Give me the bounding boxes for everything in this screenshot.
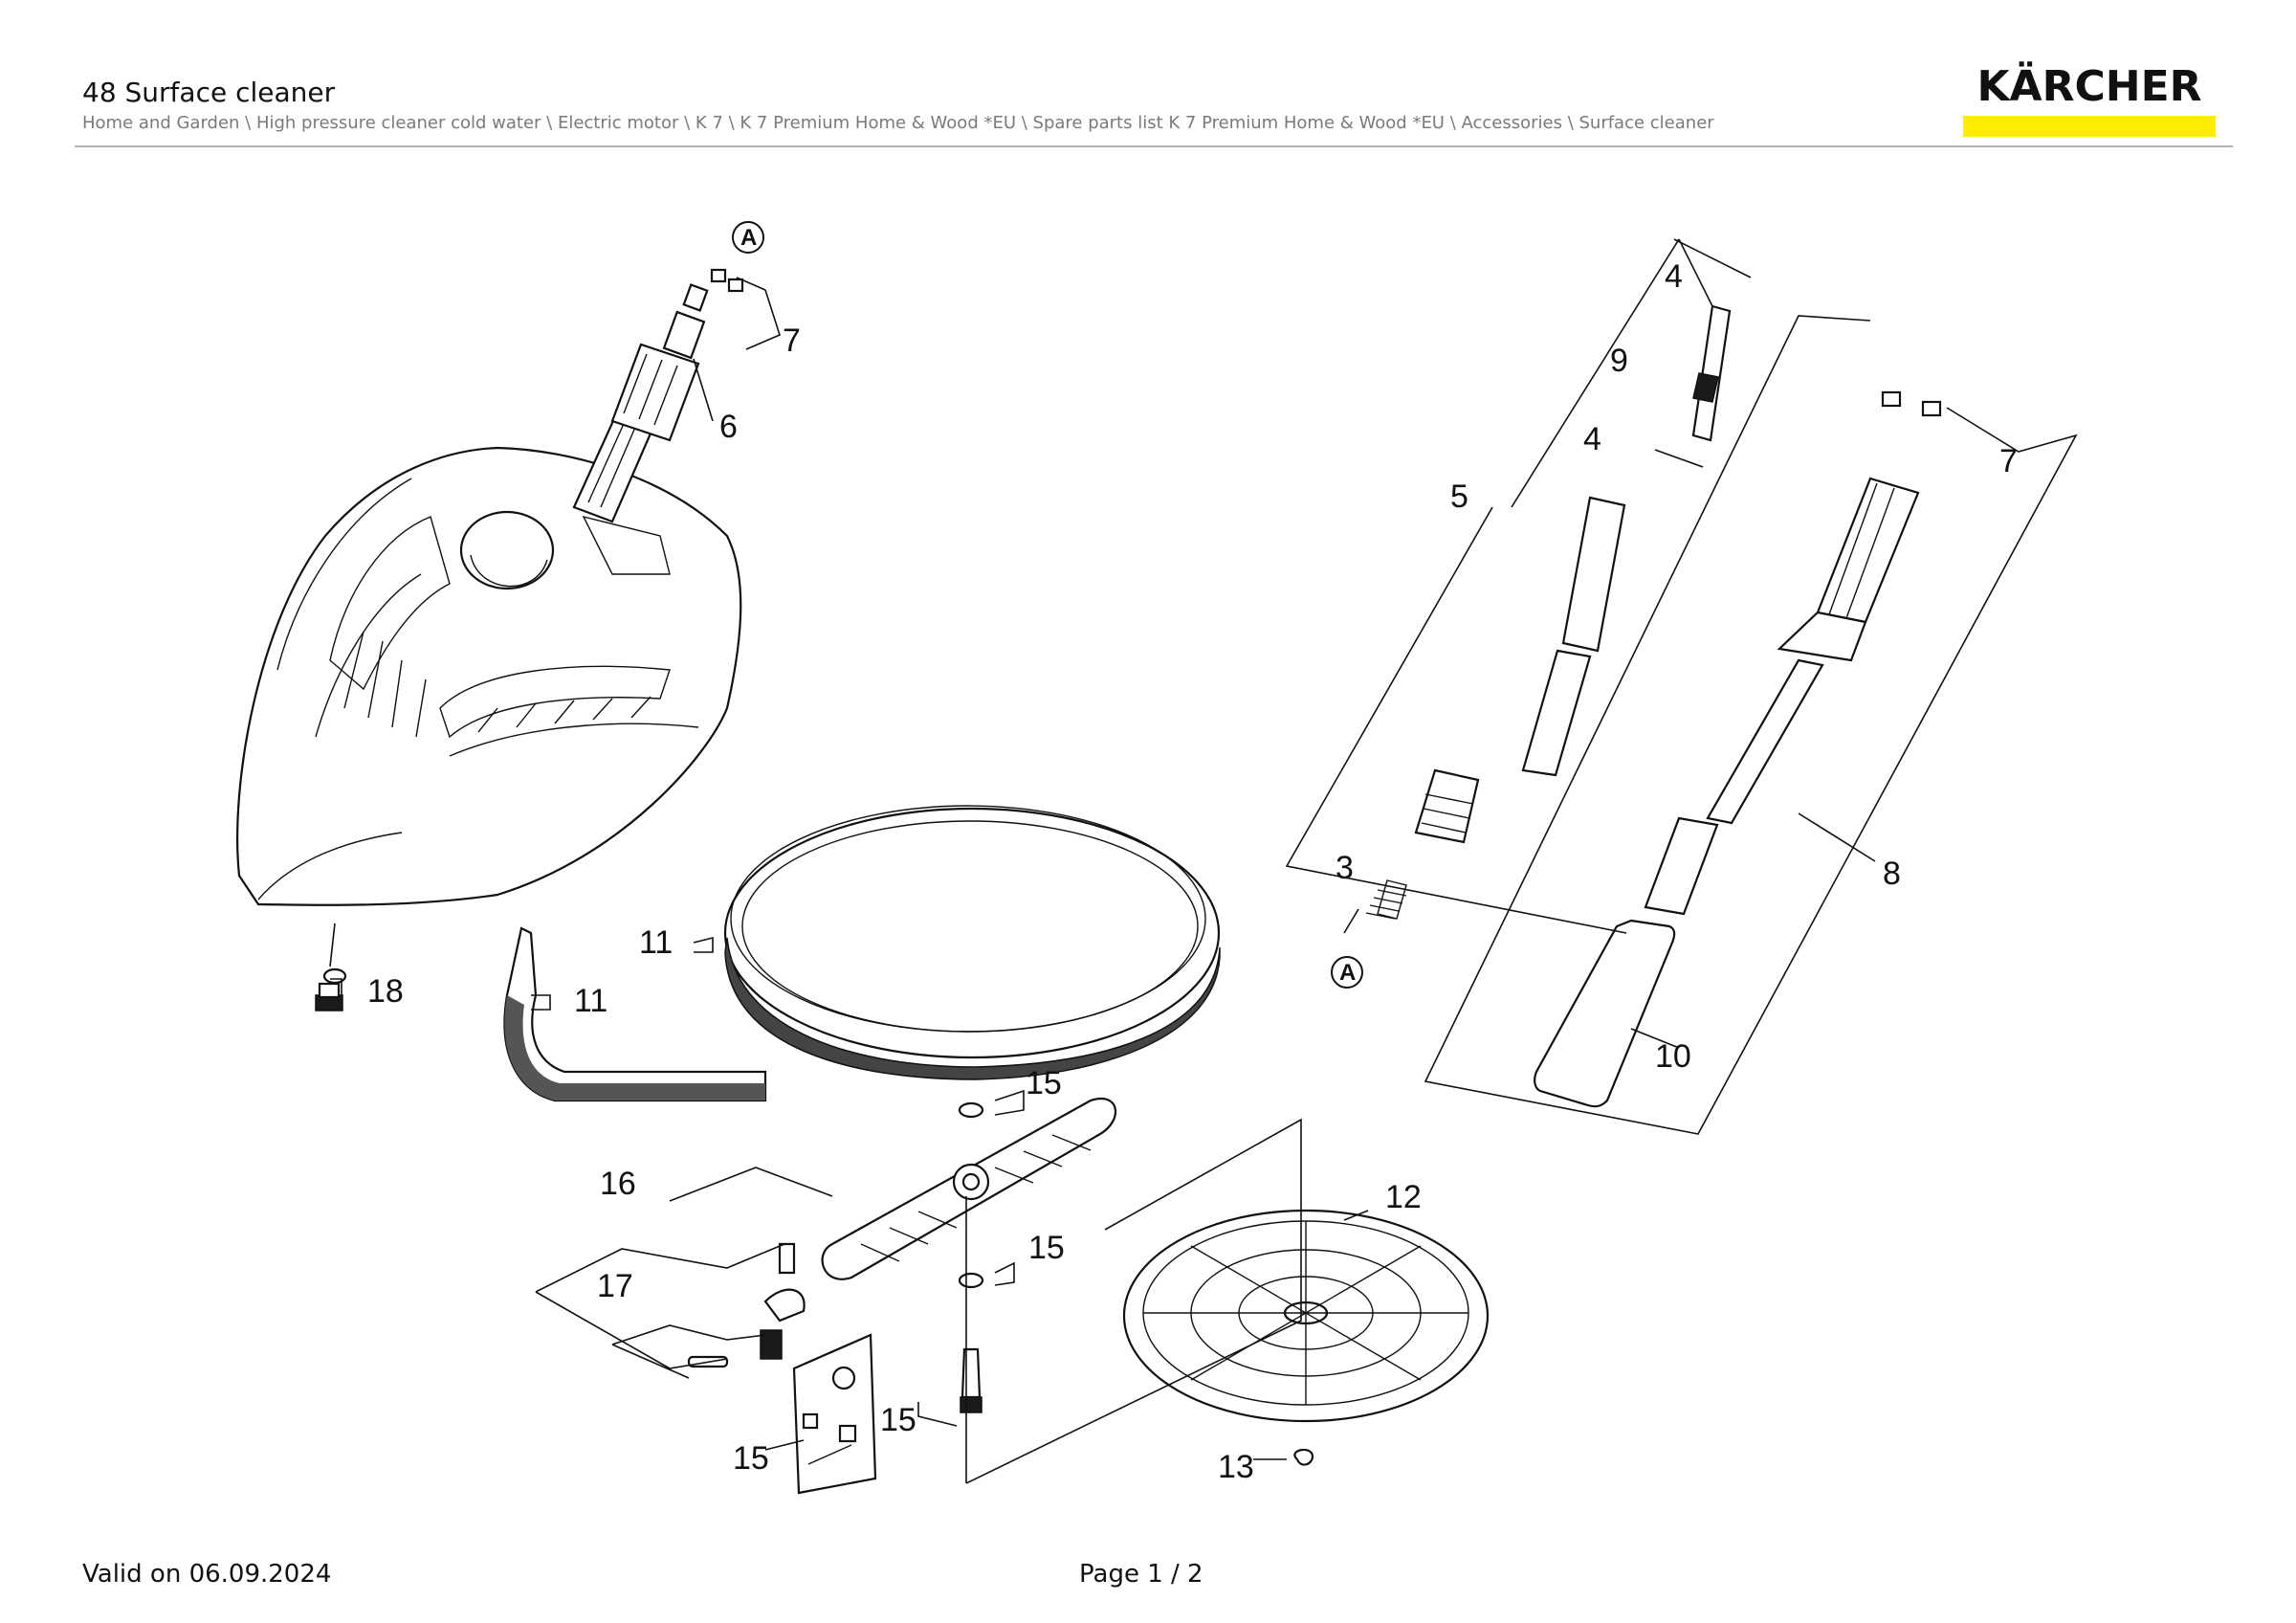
header-divider xyxy=(75,145,2233,147)
brush-ring-part xyxy=(723,805,1221,1080)
callout-15-bottom: 15 xyxy=(733,1440,769,1477)
valid-on-date: Valid on 06.09.2024 xyxy=(82,1560,332,1589)
callout-13: 13 xyxy=(1218,1449,1254,1485)
callout-8: 8 xyxy=(1883,856,1901,892)
callout-4-top: 4 xyxy=(1665,258,1683,295)
connector-mark-a-top: A xyxy=(732,221,764,254)
clip-part-7-top xyxy=(710,268,744,293)
callout-5: 5 xyxy=(1450,478,1468,515)
callout-15-mid: 15 xyxy=(1028,1230,1065,1266)
callout-11-strip: 11 xyxy=(574,983,607,1019)
connector-mark-label: A xyxy=(740,225,757,251)
callout-7-right: 7 xyxy=(1999,443,2018,479)
connector-mark-a-bottom: A xyxy=(1331,956,1363,989)
callout-6: 6 xyxy=(719,409,738,445)
housing-part xyxy=(236,400,742,906)
callout-15-lower: 15 xyxy=(880,1402,916,1438)
callout-3: 3 xyxy=(1336,850,1354,886)
callout-11-ring: 11 xyxy=(639,924,673,961)
breadcrumb[interactable]: Home and Garden \ High pressure cleaner … xyxy=(82,113,1714,133)
connector-part-6 xyxy=(610,283,709,442)
spring-part-3 xyxy=(1365,889,1407,920)
lance-part-5 xyxy=(1377,304,1732,920)
karcher-logo: KÄRCHER xyxy=(1963,63,2216,138)
callout-10: 10 xyxy=(1655,1038,1691,1075)
connector-mark-label: A xyxy=(1339,960,1356,986)
logo-wordmark: KÄRCHER xyxy=(1976,62,2202,111)
nozzle-small-parts xyxy=(687,1242,982,1495)
callout-18: 18 xyxy=(367,973,404,1010)
leader-lines xyxy=(329,238,2078,1484)
page-title: 48 Surface cleaner xyxy=(82,77,336,108)
logo-yellow-bar xyxy=(1963,116,2216,137)
callout-4-mid: 4 xyxy=(1583,421,1601,457)
callout-9: 9 xyxy=(1610,343,1628,379)
brush-strip-part xyxy=(503,926,767,1102)
callout-labels: 7 6 4 9 4 5 7 3 8 10 11 11 18 15 16 15 1… xyxy=(367,258,2018,1485)
page-number: Page 1 / 2 xyxy=(1079,1560,1203,1589)
callout-12: 12 xyxy=(1385,1179,1422,1215)
callout-16: 16 xyxy=(600,1166,636,1202)
handle-part-8 xyxy=(1534,390,1942,1108)
rotor-arm-part xyxy=(821,1098,1117,1289)
callout-15-top: 15 xyxy=(1026,1065,1062,1101)
callout-7-top: 7 xyxy=(783,322,801,359)
callout-17: 17 xyxy=(597,1268,633,1304)
guard-disc-part xyxy=(1122,1209,1490,1466)
